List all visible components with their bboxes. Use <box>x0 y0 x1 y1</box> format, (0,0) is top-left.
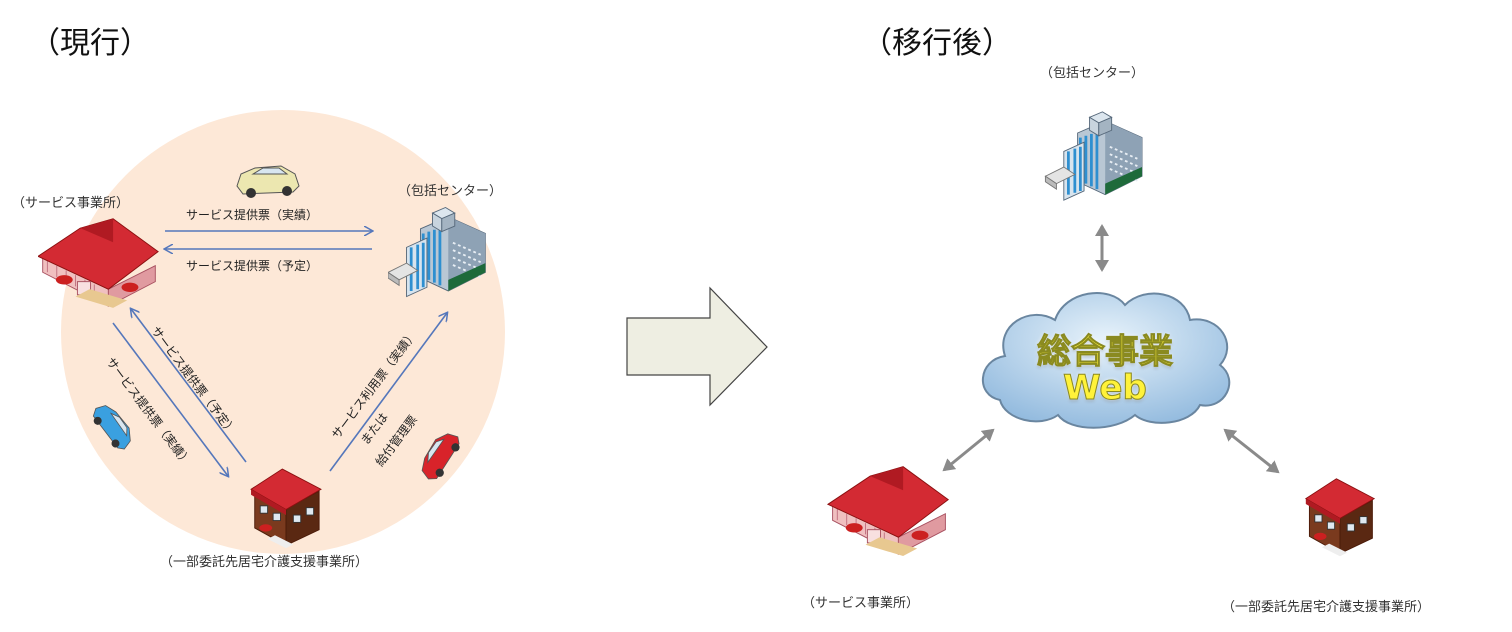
arrow-care-to-center <box>329 313 447 472</box>
label-service-office: （サービス事業所） <box>12 196 130 211</box>
gray-arrow-care-cloud <box>1223 428 1280 474</box>
label-center: （包括センター） <box>398 184 503 199</box>
transition-arrow-icon <box>626 286 768 407</box>
heading-current: （現行） <box>30 26 150 61</box>
heading-after: （移行後） <box>862 26 1012 61</box>
label-care-office: （一部委託先居宅介護支援事業所） <box>160 555 369 570</box>
arrow-care-to-service <box>131 309 247 463</box>
arrow-label-top-left: サービス提供票（予定） <box>186 259 319 273</box>
arrow-label-top-right: サービス提供票（実績） <box>186 208 319 222</box>
label-center-after: （包括センター） <box>1040 66 1145 81</box>
label-service-office-after: （サービス事業所） <box>802 596 920 611</box>
house-icon-after <box>827 466 949 556</box>
cloud-title-line2: Web <box>1063 368 1148 409</box>
cloud-icon <box>982 292 1231 429</box>
label-care-office-after: （一部委託先居宅介護支援事業所） <box>1222 600 1431 615</box>
arrow-service-to-care <box>112 322 228 476</box>
cloud-title-line1: 総合事業 <box>1037 332 1174 373</box>
small-house-icon-after <box>1305 478 1375 557</box>
gray-arrow-service-cloud <box>942 428 995 472</box>
current-area-circle <box>61 110 505 554</box>
office-building-icon-after <box>1044 110 1144 202</box>
